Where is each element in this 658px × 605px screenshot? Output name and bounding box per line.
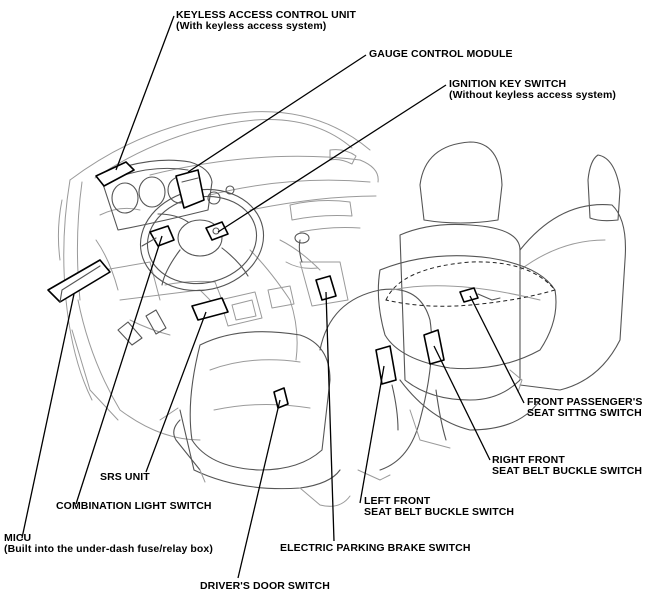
passenger-seat-switch-part [459,287,501,303]
label-front-passengers-seat-sitting-switch: FRONT PASSENGER'S SEAT SITTNG SWITCH [527,397,642,419]
micu-part [47,259,111,303]
gauge-control-module-part [175,169,205,209]
keyless-access-control-unit-part [95,161,135,187]
ignition-key-switch-part [205,221,229,241]
label-line: COMBINATION LIGHT SWITCH [56,500,212,512]
cabin-outline [57,111,379,441]
label-line: (With keyless access system) [176,20,327,32]
label-line: SEAT BELT BUCKLE SWITCH [364,506,515,518]
combination-light-switch-part [141,225,175,247]
label-gauge-control-module: GAUGE CONTROL MODULE [369,49,513,60]
label-line: FRONT PASSENGER'S [527,396,643,408]
label-line: KEYLESS ACCESS CONTROL UNIT [176,9,357,21]
label-line: (Without keyless access system) [449,89,616,101]
label-keyless-access-control-unit: KEYLESS ACCESS CONTROL UNIT (With keyles… [176,10,356,32]
label-line: ELECTRIC PARKING BRAKE SWITCH [280,542,471,554]
label-line: IGNITION KEY SWITCH [449,78,567,90]
label-line: MICU [4,532,32,544]
label-line: GAUGE CONTROL MODULE [369,48,513,60]
label-line: RIGHT FRONT [492,454,565,466]
label-right-front-seat-belt-buckle-switch: RIGHT FRONT SEAT BELT BUCKLE SWITCH [492,455,642,477]
leader-lines [21,15,525,579]
electric-parking-brake-switch-part [315,275,337,301]
label-line: SEAT SITTNG SWITCH [527,407,642,419]
label-line: LEFT FRONT [364,495,431,507]
driver-seat [159,288,433,507]
drivers-door-switch-part [273,387,289,409]
label-electric-parking-brake-switch: ELECTRIC PARKING BRAKE SWITCH [280,543,471,554]
label-line: DRIVER'S DOOR SWITCH [200,580,330,592]
label-drivers-door-switch: DRIVER'S DOOR SWITCH [200,581,330,592]
label-line: SRS UNIT [100,471,150,483]
label-ignition-key-switch: IGNITION KEY SWITCH (Without keyless acc… [449,79,616,101]
label-srs-unit: SRS UNIT [100,472,150,483]
srs-unit-part [191,297,229,321]
instrument-cluster [99,159,235,231]
left-front-buckle-part [375,345,397,385]
label-left-front-seat-belt-buckle-switch: LEFT FRONT SEAT BELT BUCKLE SWITCH [364,496,514,518]
label-line: (Built into the under-dash fuse/relay bo… [4,543,213,555]
label-combination-light-switch: COMBINATION LIGHT SWITCH [56,501,212,512]
passenger-seat-sensor-area [385,261,556,307]
label-micu: MICU (Built into the under-dash fuse/rel… [4,533,213,555]
passenger-seat [377,141,627,449]
label-line: SEAT BELT BUCKLE SWITCH [492,465,643,477]
